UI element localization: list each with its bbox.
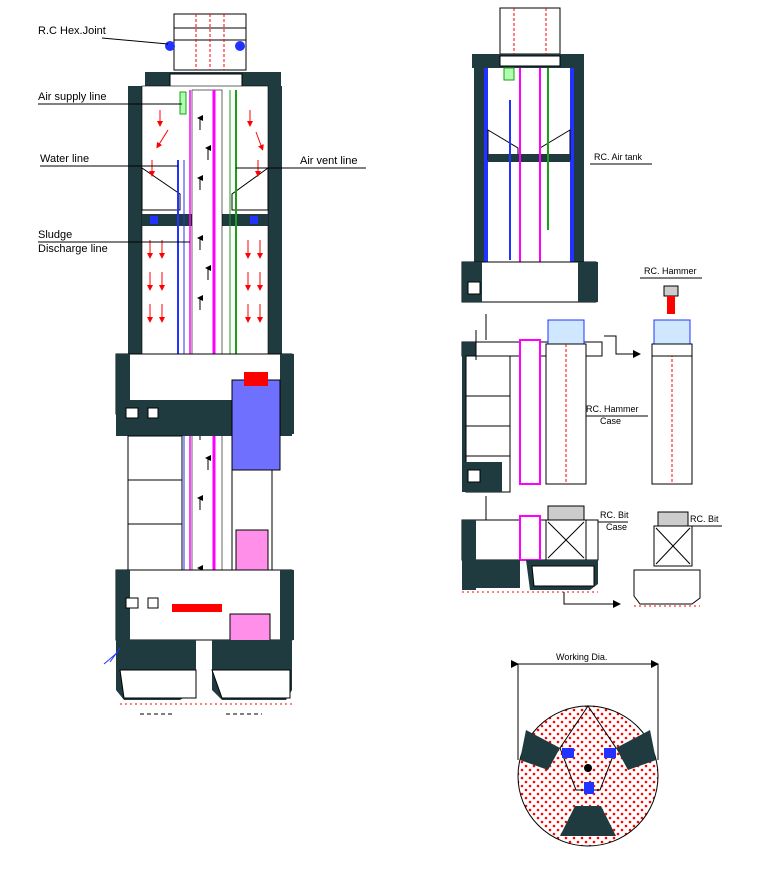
bit-component <box>633 511 701 607</box>
label-air-vent-line: Air vent line <box>300 155 357 167</box>
arrow-case-to-bit <box>563 592 621 608</box>
bit-section <box>103 569 294 715</box>
leader-hex-joint <box>101 37 169 45</box>
label-air-supply-line: Air supply line <box>38 91 106 103</box>
label-bit-case-2: Case <box>606 522 627 532</box>
label-bit-case-1: RC. Bit <box>600 510 629 520</box>
hex-joint <box>165 13 247 71</box>
label-sludge: Sludge <box>38 229 72 241</box>
working-dia-bottom-view <box>511 660 659 847</box>
label-discharge-line: Discharge line <box>38 243 108 255</box>
label-hammer-case-1: RC. Hammer <box>586 404 639 414</box>
label-bit: RC. Bit <box>690 514 719 524</box>
hammer-case-component <box>461 314 603 493</box>
label-hammer-case-2: Case <box>600 416 621 426</box>
main-drill-assembly <box>103 13 294 715</box>
bit-case-component <box>461 496 599 593</box>
label-hammer: RC. Hammer <box>644 266 697 276</box>
label-working-dia: Working Dia. <box>556 652 607 662</box>
tank-wall-right <box>268 86 282 362</box>
tank-wall-left <box>128 86 142 362</box>
air-tank-component <box>461 7 598 303</box>
air-flow-arrows <box>147 110 264 323</box>
arrow-case-to-hammer <box>604 335 641 358</box>
label-air-tank: RC. Air tank <box>594 152 643 162</box>
label-water-line: Water line <box>40 153 89 165</box>
label-hex-joint: R.C Hex.Joint <box>38 25 106 37</box>
hammer-section <box>115 353 294 581</box>
hammer-component <box>651 285 693 485</box>
